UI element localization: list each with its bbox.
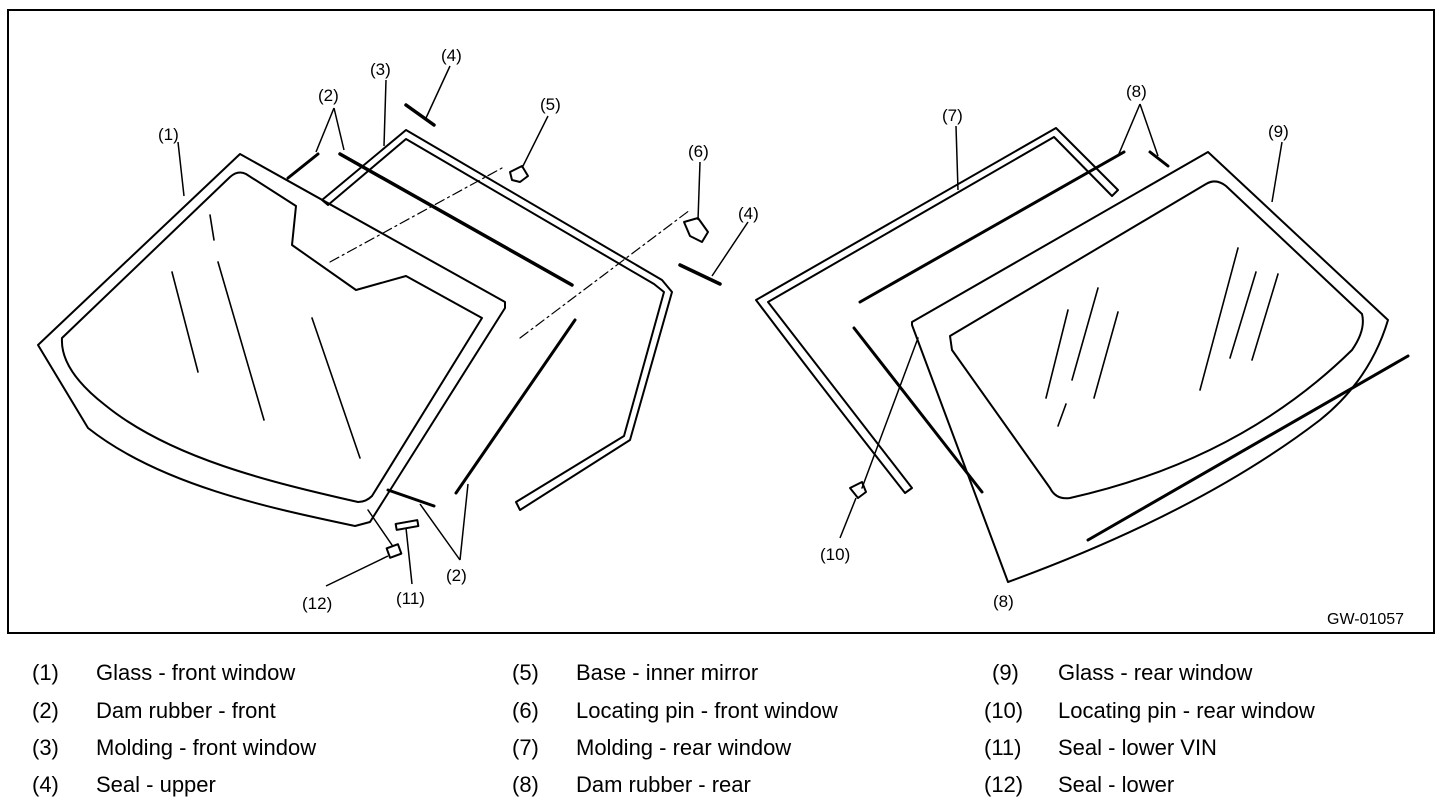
rear-dam-rubber-top (858, 150, 1126, 304)
callout-11: (11) (396, 589, 425, 608)
rear-glass-inner-edge (949, 180, 1364, 500)
rear-dam-rubber-top-right (1148, 150, 1170, 168)
front-dam-rubber-top-left (286, 152, 320, 180)
callout-3: (3) (370, 60, 391, 79)
callout-2-bottom: (2) (446, 566, 467, 585)
legend-number: (6) (512, 698, 539, 723)
front-window-group (37, 103, 722, 559)
front-glass-reflection (171, 271, 199, 373)
rear-glass-reflection (1229, 271, 1257, 359)
callout-8-bottom: (8) (993, 592, 1014, 611)
rear-dam-rubber-bottom (1086, 354, 1410, 542)
legend-label: Glass - rear window (1058, 660, 1253, 685)
legend-number: (12) (984, 772, 1024, 797)
callout-4-right: (4) (738, 204, 759, 223)
front-dam-rubber-bottom (386, 488, 436, 508)
rear-glass-reflection (1093, 311, 1119, 399)
figure-code: GW-01057 (1327, 611, 1404, 628)
legend-label: Seal - lower (1058, 772, 1175, 797)
rear-glass-reflection (1199, 247, 1239, 391)
legend-number: (1) (32, 660, 59, 685)
legend-number: (3) (32, 735, 59, 760)
front-leader-lines (177, 65, 749, 587)
legend-number: (5) (512, 660, 539, 685)
rear-leader-lines (839, 103, 1283, 539)
parts-legend: (1) Glass - front window (2) Dam rubber … (0, 650, 1456, 810)
front-locating-pin (683, 217, 709, 243)
front-alignment-line (329, 167, 503, 263)
front-glass-reflection (311, 317, 361, 459)
front-molding (321, 129, 673, 511)
legend-label: Dam rubber - front (96, 698, 276, 723)
callout-5: (5) (540, 95, 561, 114)
rear-window-group (755, 127, 1410, 583)
front-glass-reflection (209, 214, 215, 241)
front-dam-rubber-top (338, 152, 574, 287)
legend-label: Seal - lower VIN (1058, 735, 1217, 760)
legend-label: Base - inner mirror (576, 660, 759, 685)
legend-number: (8) (512, 772, 539, 797)
rear-dam-rubber-left (852, 326, 984, 494)
front-seal-lower-vin (394, 519, 420, 531)
callout-1: (1) (158, 125, 179, 144)
callout-7: (7) (942, 106, 963, 125)
callout-8-top: (8) (1126, 82, 1147, 101)
callout-12: (12) (302, 594, 332, 613)
callout-10: (10) (820, 545, 850, 564)
legend-label: Seal - upper (96, 772, 216, 797)
rear-glass-reflection (1251, 273, 1279, 361)
legend-label: Locating pin - front window (576, 698, 838, 723)
front-glass-reflection (217, 261, 265, 421)
legend-number: (10) (984, 698, 1024, 723)
legend-number: (11) (984, 735, 1022, 760)
diagram-frame (7, 9, 1435, 634)
legend-label: Locating pin - rear window (1058, 698, 1315, 723)
rear-glass-reflection (1045, 309, 1069, 399)
legend-number: (4) (32, 772, 59, 797)
front-glass-inner-edge (60, 171, 483, 503)
legend-label: Dam rubber - rear (576, 772, 751, 797)
front-seal-upper-left (404, 103, 436, 127)
front-glass-outline (37, 153, 506, 527)
callout-9: (9) (1268, 122, 1289, 141)
front-dam-rubber-side (454, 318, 577, 495)
legend-label: Glass - front window (96, 660, 296, 685)
front-seal-lower (385, 543, 403, 559)
callout-6: (6) (688, 142, 709, 161)
rear-glass-reflection (1071, 287, 1099, 381)
front-alignment-line (519, 209, 691, 339)
rear-molding (755, 127, 1119, 494)
front-glass-bracket (367, 509, 393, 546)
parts-diagram: (1) (2) (3) (4) (5) (6) (4) (2) (11) (12… (7, 9, 1435, 634)
legend-number: (7) (512, 735, 539, 760)
callout-4-top: (4) (441, 46, 462, 65)
legend-number: (2) (32, 698, 59, 723)
mirror-base (509, 165, 529, 183)
legend-label: Molding - rear window (576, 735, 792, 760)
legend-label: Molding - front window (96, 735, 317, 760)
rear-glass-outline (911, 151, 1389, 583)
callout-2-top: (2) (318, 86, 339, 105)
rear-glass-reflection (1057, 403, 1067, 427)
front-seal-upper-right (678, 263, 722, 286)
legend-number: (9) (992, 660, 1019, 685)
rear-alignment-line (861, 337, 919, 489)
